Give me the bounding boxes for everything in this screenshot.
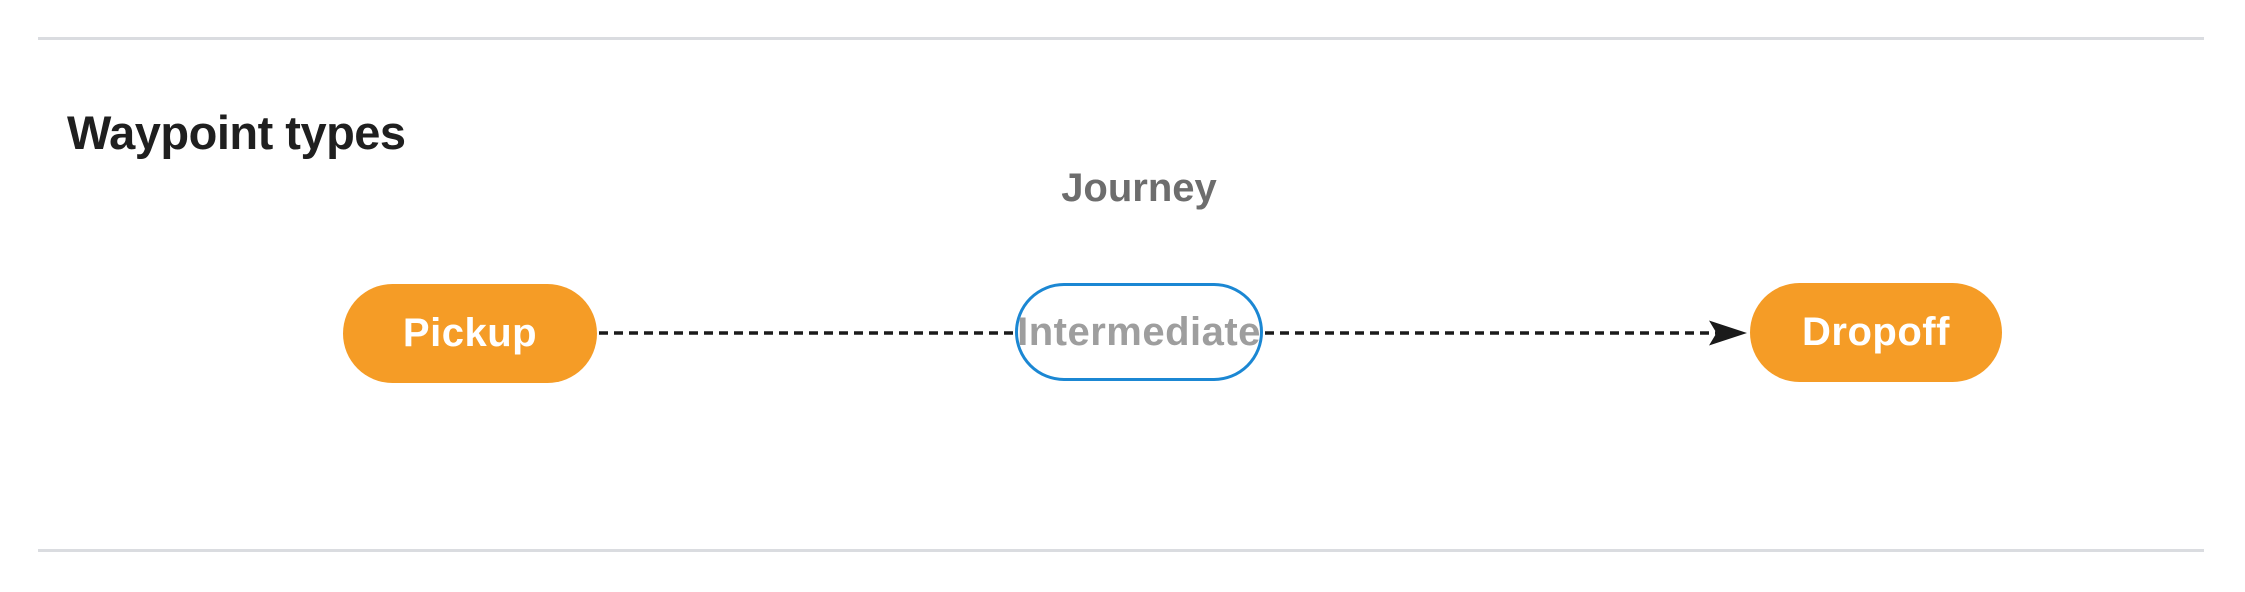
node-pickup: Pickup xyxy=(343,284,597,383)
bottom-divider xyxy=(38,549,2204,552)
node-dropoff-label: Dropoff xyxy=(1802,310,1950,354)
node-intermediate-label: Intermediate xyxy=(1017,309,1261,354)
node-pickup-label: Pickup xyxy=(402,311,538,355)
arrowhead-icon xyxy=(1709,320,1747,346)
node-intermediate: Intermediate xyxy=(1015,283,1263,381)
page-title: Waypoint types xyxy=(67,106,406,159)
top-divider xyxy=(38,37,2204,40)
journey-label: Journey xyxy=(1061,166,1217,210)
node-dropoff: Dropoff xyxy=(1750,283,2002,382)
